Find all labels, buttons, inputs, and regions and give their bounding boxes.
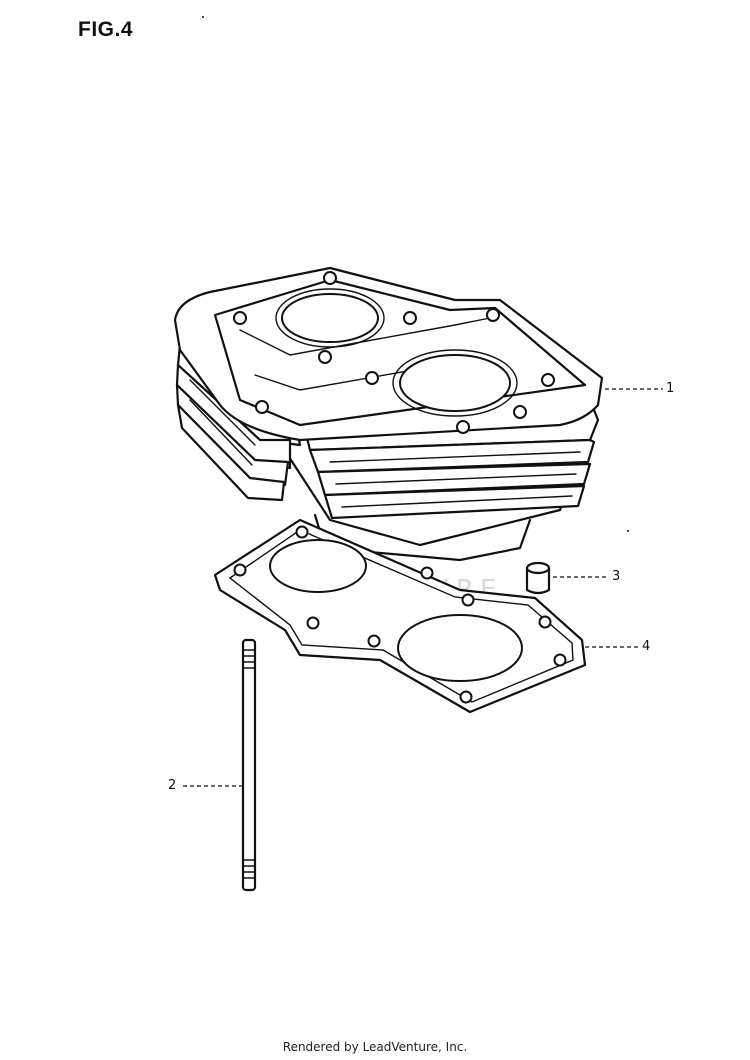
stud-bolt-part — [241, 638, 257, 892]
footer-credit: Rendered by LeadVenture, Inc. — [282, 1040, 468, 1054]
scan-speck — [627, 530, 629, 532]
scan-speck — [202, 16, 204, 18]
callout-4[interactable]: 4 — [642, 639, 651, 654]
callout-1[interactable]: 1 — [666, 381, 675, 396]
dowel-pin-part — [525, 561, 551, 595]
cylinder-block-part — [173, 266, 604, 562]
cylinder-gasket-part — [213, 518, 587, 714]
callout-2[interactable]: 2 — [168, 778, 177, 793]
callout-3[interactable]: 3 — [612, 569, 621, 584]
figure-title: FIG.4 — [78, 18, 134, 41]
